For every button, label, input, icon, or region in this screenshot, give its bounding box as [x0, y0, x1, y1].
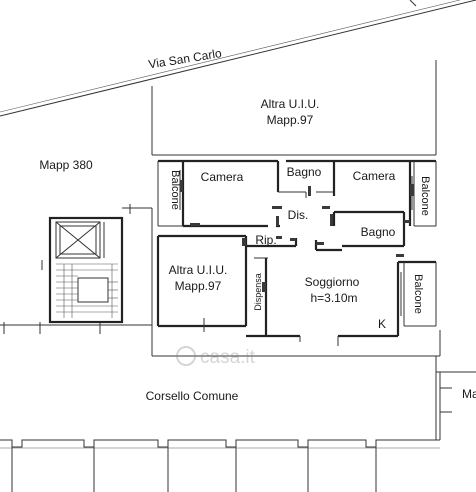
room-dis: Dis.	[288, 208, 309, 222]
watermark-logo-icon	[176, 346, 196, 366]
edge-label: Ma	[462, 387, 476, 401]
room-rip: Rip.	[255, 233, 276, 247]
watermark: casa.it	[176, 346, 256, 368]
street-edge	[0, 0, 476, 117]
room-balcone-right-top: Balcone	[419, 176, 431, 216]
bottom-outline	[0, 439, 440, 492]
room-bagno-right: Bagno	[361, 225, 396, 239]
courtyard-boundary	[152, 330, 476, 440]
courtyard-label: Corsello Comune	[146, 389, 239, 403]
neighbor-top-line2: Mapp.97	[267, 113, 314, 127]
room-balcone-right-bottom: Balcone	[412, 274, 424, 314]
kitchen-mark: K	[378, 317, 386, 331]
neighbor-inner-line1: Altra U.I.U.	[169, 263, 228, 277]
stairwell	[48, 216, 124, 324]
neighbor-left-label: Mapp 380	[39, 158, 93, 172]
neighbor-top-line1: Altra U.I.U.	[261, 97, 320, 111]
room-bagno-top: Bagno	[287, 165, 322, 179]
room-balcone-left: Balcone	[169, 170, 181, 210]
room-camera-left: Camera	[201, 170, 244, 184]
neighbor-inner-line2: Mapp.97	[175, 279, 222, 293]
room-dispensa: Dispensa	[253, 273, 263, 311]
apartment-walls	[156, 159, 437, 346]
room-camera-right: Camera	[353, 169, 396, 183]
room-soggiorno: Soggiorno	[305, 275, 360, 289]
neighbor-top-boundary	[151, 60, 437, 156]
room-height: h=3.10m	[310, 291, 357, 305]
door-markers	[180, 180, 414, 292]
street-label: Via San Carlo	[147, 46, 222, 71]
left-boundary	[0, 204, 153, 356]
watermark-text: casa.it	[200, 347, 256, 368]
